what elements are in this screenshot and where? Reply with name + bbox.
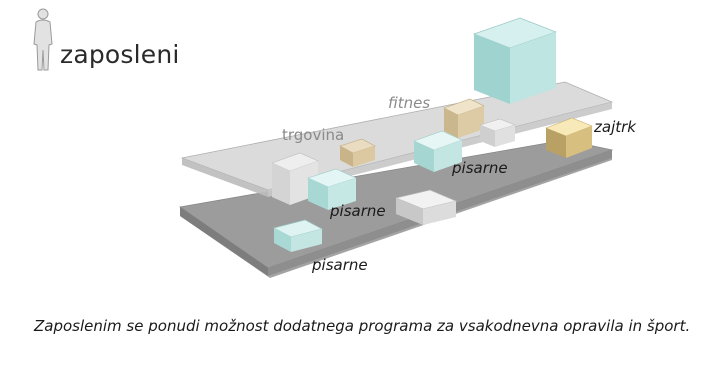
label-zajtrk: zajtrk bbox=[593, 118, 637, 136]
label-fitnes: fitnes bbox=[388, 94, 430, 112]
box-fitnes-large bbox=[472, 17, 558, 104]
box-grey-lower bbox=[394, 189, 458, 225]
box-pisarne-mid bbox=[307, 168, 357, 210]
box-pisarne-bottom bbox=[273, 219, 323, 252]
label-pisarne-bottom: pisarne bbox=[311, 256, 368, 274]
box-grey-small bbox=[479, 118, 516, 147]
box-pisarne-top bbox=[413, 130, 463, 172]
box-fitnes-tan bbox=[443, 98, 485, 138]
box-zajtrk bbox=[545, 117, 593, 158]
legend-label: zaposleni bbox=[60, 40, 180, 69]
label-pisarne-top: pisarne bbox=[451, 159, 508, 177]
caption-text: Zaposlenim se ponudi možnost dodatnega p… bbox=[34, 317, 691, 335]
label-pisarne-mid: pisarne bbox=[329, 202, 386, 220]
box-trgovina-tan bbox=[339, 138, 376, 167]
person-silhouette-icon bbox=[33, 8, 53, 71]
label-trgovina: trgovina bbox=[282, 126, 344, 144]
